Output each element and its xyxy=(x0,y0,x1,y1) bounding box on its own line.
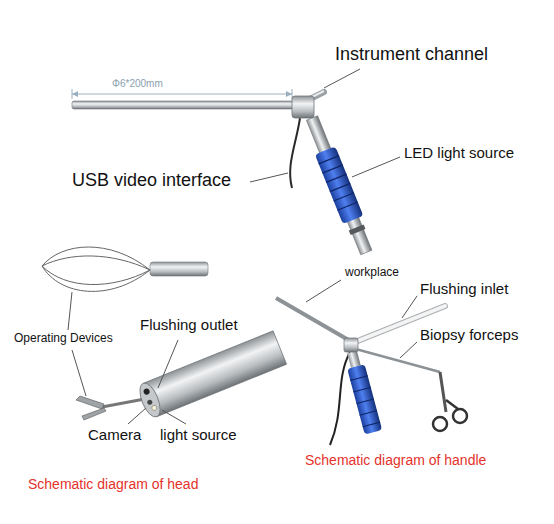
part-label: Camera xyxy=(88,426,141,443)
dimension-line xyxy=(286,91,292,97)
handle-grip xyxy=(350,376,367,381)
handle xyxy=(319,156,358,211)
endoscope-head xyxy=(143,331,286,417)
part-label: Biopsy forceps xyxy=(420,326,518,343)
leader-line xyxy=(68,292,72,330)
leader-line xyxy=(162,410,186,424)
leader-line xyxy=(352,157,400,177)
leader-line xyxy=(128,408,146,424)
leader-line xyxy=(250,69,400,182)
endoscope-tube xyxy=(72,101,296,109)
handle-grip xyxy=(363,422,380,427)
handle xyxy=(306,116,371,255)
biopsy-forceps xyxy=(453,409,467,423)
part-label: workplace xyxy=(345,266,399,280)
endoscope-tube xyxy=(72,101,296,109)
part-label: Instrument channel xyxy=(335,44,488,65)
handle-grip xyxy=(347,364,382,434)
biopsy-forceps xyxy=(440,372,446,412)
handle-grip xyxy=(360,411,377,416)
basket-sheath xyxy=(150,262,208,276)
leader-line xyxy=(306,280,417,358)
handle xyxy=(302,114,377,257)
biopsy-forceps xyxy=(352,348,467,431)
endoscope-head xyxy=(151,405,158,412)
dimension-label: Φ6*200mm xyxy=(112,78,163,90)
leader-line xyxy=(400,342,417,358)
forceps-tip xyxy=(82,408,106,420)
biopsy-forceps xyxy=(433,417,447,431)
handle xyxy=(322,165,342,173)
caption-label: Schematic diagram of head xyxy=(28,476,198,492)
wire-basket xyxy=(42,247,150,270)
biopsy-forceps xyxy=(446,400,458,409)
forceps-tip xyxy=(76,396,104,409)
leader-line xyxy=(402,296,417,318)
part-label: light source xyxy=(160,426,237,443)
endoscope-head xyxy=(147,399,154,406)
usb-cable xyxy=(290,118,300,188)
usb-cable xyxy=(290,118,300,188)
handle-cable xyxy=(330,352,350,445)
handle-block xyxy=(344,338,358,352)
head-block xyxy=(292,96,314,118)
dimension-line xyxy=(72,89,292,99)
workplace-shaft xyxy=(276,298,352,342)
dimension-line xyxy=(72,91,78,97)
handle-block xyxy=(344,338,358,352)
dimension-line xyxy=(72,94,292,95)
handle-grip xyxy=(353,387,370,392)
handle xyxy=(315,146,363,224)
leader-line xyxy=(72,350,86,396)
handle xyxy=(334,193,354,201)
leader-line xyxy=(158,340,178,388)
leader-line xyxy=(306,280,341,302)
handle xyxy=(319,156,339,164)
wire-basket xyxy=(42,266,150,291)
wire-basket xyxy=(42,256,150,270)
part-label: LED light source xyxy=(404,144,514,161)
handle-grip xyxy=(350,376,380,427)
handle xyxy=(326,174,346,182)
part-label: Flushing outlet xyxy=(140,316,238,333)
caption-label: Schematic diagram of handle xyxy=(305,452,486,468)
endoscope-head xyxy=(143,388,151,396)
handle-cable xyxy=(330,352,350,445)
handle-grip xyxy=(343,350,382,435)
biopsy-forceps xyxy=(352,348,440,372)
leader-line xyxy=(250,173,288,182)
handle xyxy=(349,224,366,235)
endoscope-head xyxy=(136,331,287,420)
basket-sheath xyxy=(150,262,208,276)
leader-line xyxy=(324,69,360,88)
handle xyxy=(330,183,350,191)
forceps-tip xyxy=(76,396,150,420)
leader-line xyxy=(68,292,186,424)
part-label: Operating Devices xyxy=(14,332,113,346)
handle-grip xyxy=(357,399,374,404)
handle-grip xyxy=(347,351,361,368)
part-label: USB video interface xyxy=(72,170,231,191)
workplace-shaft xyxy=(276,298,352,342)
part-label: Flushing inlet xyxy=(420,280,508,297)
wire-basket xyxy=(42,247,150,291)
head-block xyxy=(292,96,314,118)
handle xyxy=(337,202,357,210)
